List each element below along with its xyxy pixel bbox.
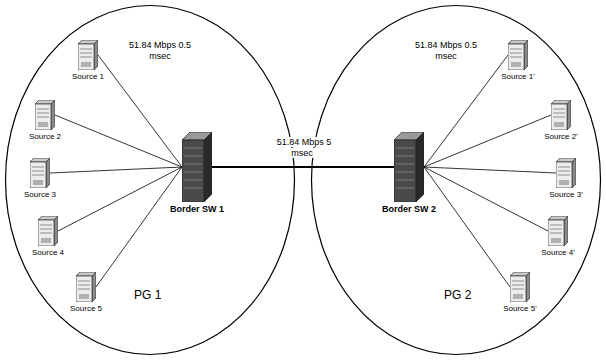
link-line: [424, 167, 556, 173]
server-icon: [76, 272, 96, 302]
server-icon: [556, 158, 576, 188]
source-host: Source 2': [542, 100, 580, 141]
switch-icon: [182, 132, 212, 202]
source-host: Source 4: [30, 216, 67, 257]
source-host: Source 3': [547, 158, 585, 199]
link-line: [424, 115, 551, 167]
source-name: Source 3: [24, 190, 56, 199]
source-name: Source 5: [70, 304, 102, 313]
link-spec: 51.84 Mbps 5 msec: [272, 137, 334, 159]
switch-name: Border SW 2: [382, 204, 436, 214]
link-line: [424, 167, 548, 231]
source-host: Source 5: [68, 272, 105, 313]
source-name: Source 3': [549, 190, 583, 199]
source-host: Source 1': [499, 40, 537, 81]
link-spec: 51.84 Mbps 0.5 msec: [128, 40, 192, 62]
server-icon: [508, 40, 528, 70]
server-icon: [38, 216, 58, 246]
source-host: Source 4': [539, 216, 577, 257]
link-line: [96, 167, 182, 287]
link-line: [58, 167, 182, 231]
source-name: Source 1': [501, 72, 535, 81]
source-host: Source 2: [27, 100, 64, 141]
border-switch: Border SW 2: [380, 132, 439, 214]
source-name: Source 2': [544, 132, 578, 141]
label-patch: 51.84 Mbps 5 msec: [275, 137, 332, 158]
border-switch: Border SW 1: [168, 132, 227, 214]
link-line: [50, 167, 182, 173]
source-host: Source 1: [70, 40, 107, 81]
switch-name: Border SW 1: [170, 204, 224, 214]
switch-icon: [394, 132, 424, 202]
group-name: PG 1: [134, 288, 161, 302]
source-name: Source 5': [503, 304, 537, 313]
group-name: PG 2: [444, 288, 471, 302]
source-name: Source 2: [29, 132, 61, 141]
server-icon: [510, 272, 530, 302]
link-line: [424, 167, 510, 287]
server-icon: [78, 40, 98, 70]
link-line: [212, 166, 394, 168]
server-icon: [30, 158, 50, 188]
link-spec: 51.84 Mbps 0.5 msec: [414, 40, 478, 62]
source-name: Source 4: [32, 248, 64, 257]
server-icon: [548, 216, 568, 246]
server-icon: [551, 100, 571, 130]
source-host: Source 5': [501, 272, 539, 313]
link-line: [55, 115, 182, 167]
source-name: Source 1: [72, 72, 104, 81]
source-host: Source 3: [22, 158, 59, 199]
source-name: Source 4': [541, 248, 575, 257]
server-icon: [35, 100, 55, 130]
